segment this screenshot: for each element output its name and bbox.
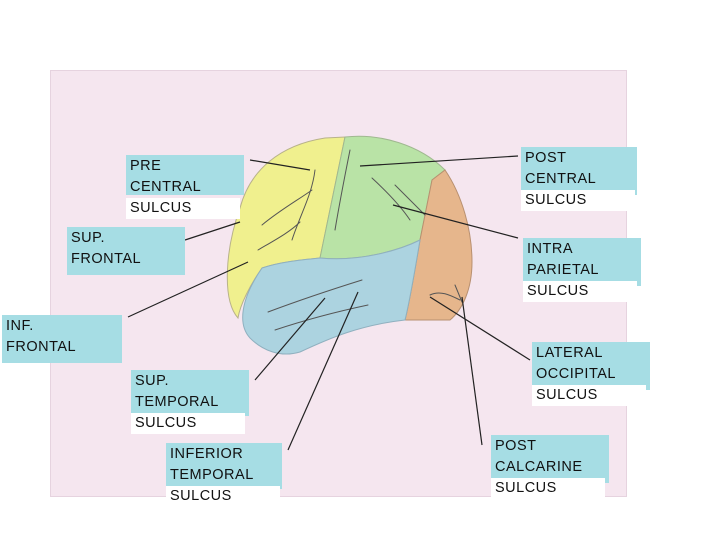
label-line: SULCUS — [521, 190, 635, 211]
label-line: CENTRAL — [130, 179, 202, 195]
label-line: OCCIPITAL — [536, 366, 616, 382]
leader-lateral-occipital — [429, 296, 531, 361]
label-line: SUP. — [71, 230, 105, 246]
label-line: CALCARINE — [495, 459, 583, 475]
label-sup-frontal: SUP. FRONTAL — [67, 227, 185, 275]
leader-sup-temporal — [254, 297, 326, 381]
label-inf-frontal: INF. FRONTAL — [2, 315, 122, 363]
label-line: SULCUS — [131, 413, 245, 434]
label-line: CENTRAL — [525, 171, 597, 187]
label-line: FRONTAL — [6, 339, 77, 355]
label-line: INF. — [6, 318, 34, 334]
label-line: SULCUS — [126, 198, 240, 219]
label-line: POST — [495, 438, 537, 454]
label-post-calcarine: POST CALCARINE SULCUS — [491, 435, 609, 499]
leader-pre-central — [249, 159, 311, 171]
label-lateral-occipital: LATERAL OCCIPITAL SULCUS — [532, 342, 650, 406]
leader-post-calcarine — [461, 296, 483, 446]
leader-post-central — [359, 155, 519, 167]
label-pre-central: PRE CENTRAL SULCUS — [126, 155, 244, 219]
label-line: SULCUS — [491, 478, 605, 499]
label-line: PARIETAL — [527, 262, 599, 278]
label-line: INTRA — [527, 241, 573, 257]
leader-inferior-temporal — [287, 291, 359, 451]
label-line: LATERAL — [536, 345, 603, 361]
label-line: SUP. — [135, 373, 169, 389]
leader-sup-frontal — [184, 221, 241, 241]
label-inferior-temporal: INFERIOR TEMPORAL SULCUS — [166, 443, 282, 507]
label-post-central: POST CENTRAL SULCUS — [521, 147, 637, 211]
label-line: PRE — [130, 158, 162, 174]
label-line: SULCUS — [523, 281, 637, 302]
temporal-lobe — [242, 239, 421, 355]
label-line: FRONTAL — [71, 251, 142, 267]
label-sup-temporal: SUP. TEMPORAL SULCUS — [131, 370, 249, 434]
label-intra-parietal: INTRA PARIETAL SULCUS — [523, 238, 641, 302]
leader-intra-parietal — [392, 204, 519, 239]
label-line: INFERIOR — [170, 446, 244, 462]
leader-inf-frontal — [127, 261, 249, 318]
label-line: SULCUS — [532, 385, 646, 406]
label-line: SULCUS — [166, 486, 280, 507]
label-line: POST — [525, 150, 567, 166]
label-line: TEMPORAL — [135, 394, 219, 410]
label-line: TEMPORAL — [170, 467, 254, 483]
